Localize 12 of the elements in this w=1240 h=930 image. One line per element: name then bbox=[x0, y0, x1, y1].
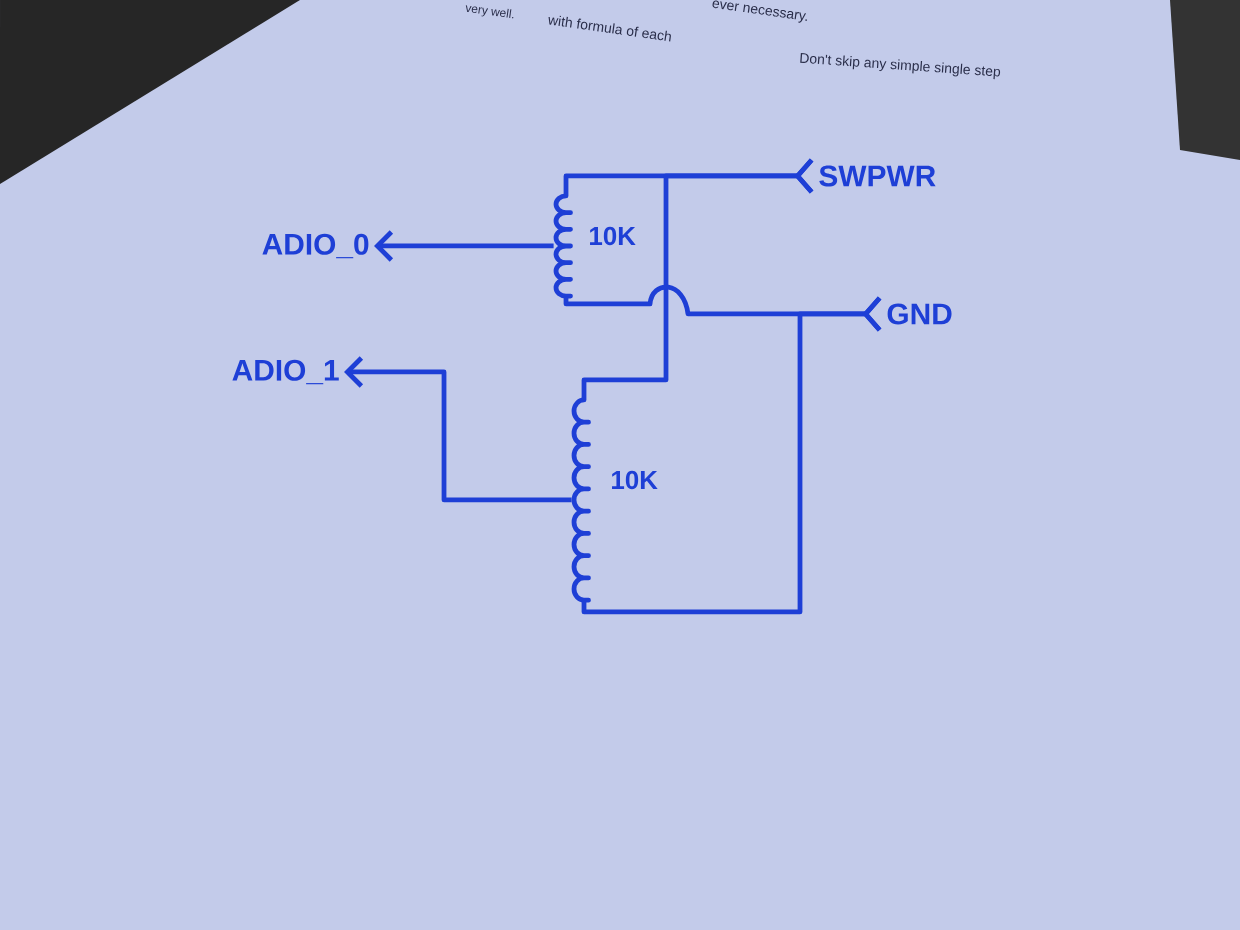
resistor-symbol bbox=[553, 193, 573, 299]
terminal-label: SWPWR bbox=[819, 165, 936, 187]
terminal-label: GND bbox=[887, 303, 952, 325]
wire bbox=[581, 296, 882, 615]
resistor-label: 10K bbox=[590, 226, 636, 246]
resistor-label: 10K bbox=[612, 470, 658, 490]
wire bbox=[374, 230, 554, 262]
terminal-label: ADIO_0 bbox=[262, 233, 369, 259]
resistor-symbol bbox=[571, 397, 591, 603]
terminal-label: ADIO_1 bbox=[232, 359, 339, 385]
wire bbox=[344, 356, 572, 503]
wire bbox=[581, 158, 814, 400]
